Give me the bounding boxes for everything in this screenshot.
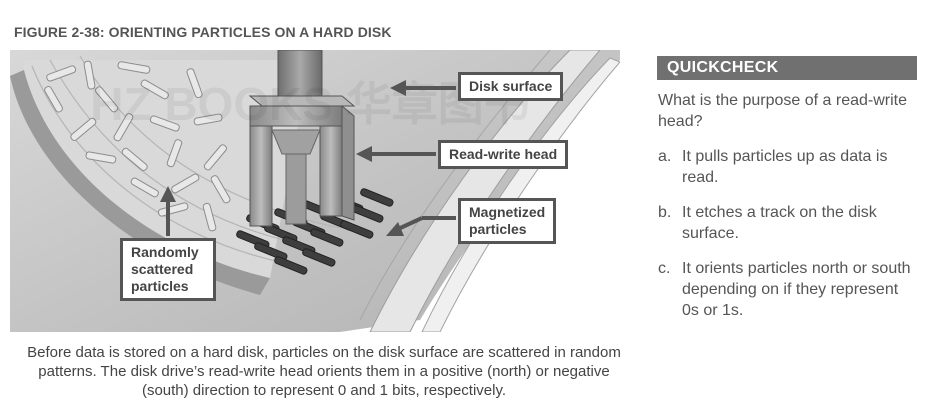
option-letter: b.	[658, 204, 672, 221]
watermark: HZ BOOKS 华章图书	[90, 78, 530, 130]
label-arrows	[160, 80, 456, 236]
magnetized-particles	[236, 188, 394, 275]
random-particles-label: Randomly scattered particles	[120, 238, 216, 301]
random-particles	[44, 60, 231, 232]
random-label-line1: Randomly	[131, 244, 199, 260]
option-text: It orients particles north or south depe…	[682, 260, 911, 319]
quickcheck-options: a. It pulls particles up as data is read…	[658, 146, 916, 335]
magnetized-label-line2: particles	[469, 221, 527, 237]
option-letter: a.	[658, 148, 672, 165]
option-text: It etches a track on the disk surface.	[682, 204, 877, 242]
random-label-line2: scattered	[131, 261, 194, 277]
magnetized-label-line1: Magnetized	[469, 204, 546, 220]
magnetized-particles-label: Magnetized particles	[458, 198, 557, 244]
platter-rim	[369, 50, 601, 332]
hard-disk-illustration: HZ BOOKS 华章图书 Disk surface Read-write he…	[10, 50, 620, 332]
quickcheck-question: What is the purpose of a read-write head…	[658, 92, 908, 130]
quickcheck-header: QUICKCHECK	[657, 56, 917, 80]
quickcheck-option-a: a. It pulls particles up as data is read…	[658, 146, 916, 188]
read-write-head-label: Read-write head	[438, 140, 569, 169]
disk-surface-label: Disk surface	[458, 72, 564, 101]
option-text: It pulls particles up as data is read.	[682, 148, 888, 186]
random-label-line3: particles	[131, 278, 189, 294]
read-write-head-drawing	[248, 50, 356, 227]
quickcheck-option-c: c. It orients particles north or south d…	[658, 258, 916, 321]
figure-title: FIGURE 2-38: ORIENTING PARTICLES ON A HA…	[14, 24, 392, 40]
figure-caption: Before data is stored on a hard disk, pa…	[27, 344, 621, 399]
quickcheck-option-b: b. It etches a track on the disk surface…	[658, 202, 916, 244]
option-letter: c.	[658, 260, 671, 277]
platter-inner-edge	[10, 70, 270, 295]
